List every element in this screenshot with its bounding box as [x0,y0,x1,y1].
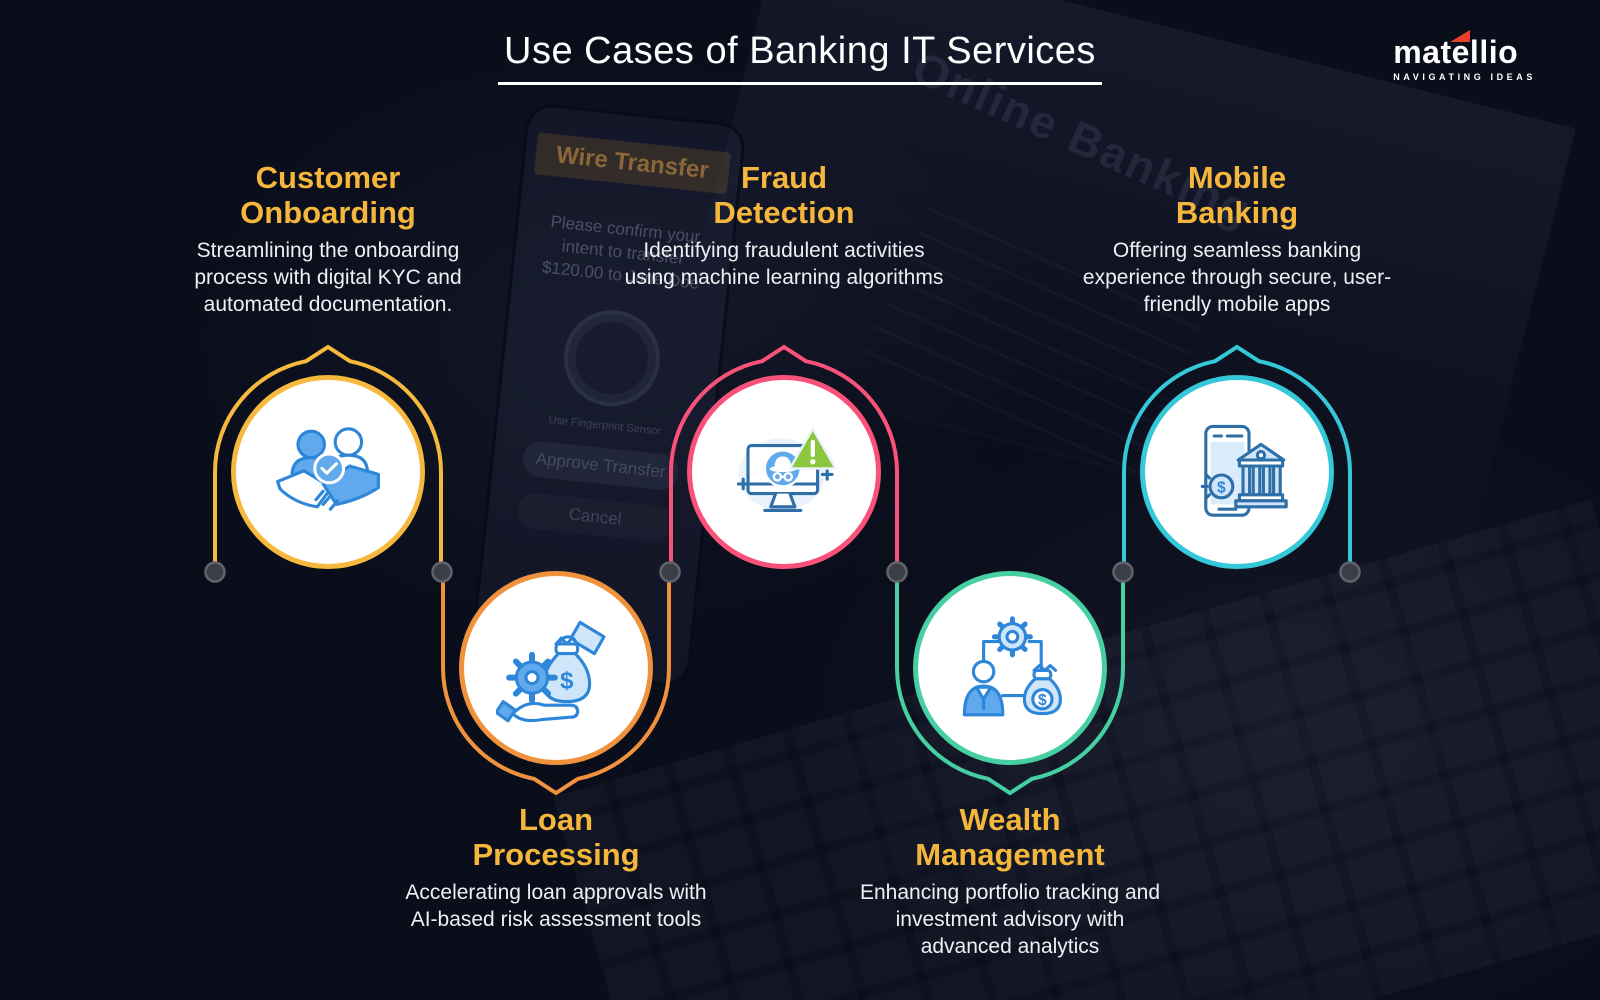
phone-bank-coin-icon: $ [1200,424,1288,517]
connector-node [204,561,226,583]
people-handshake-check-icon [276,427,380,511]
usecase-circle [687,375,881,569]
usecase-description: Offering seamless banking experience thr… [1082,239,1392,316]
connector-node [431,561,453,583]
connector-wealth-management [895,572,1125,796]
logo-flag-icon [1450,30,1471,42]
usecase-circle: $ [459,571,653,765]
connector-loan-processing [441,572,671,796]
svg-text:$: $ [1217,479,1226,496]
connector-node [886,561,908,583]
logo-tagline: NAVIGATING IDEAS [1393,72,1536,82]
money-bag-gear-hand-icon: $ [496,620,606,723]
spy-monitor-warning-icon [736,427,837,512]
connector-customer-onboarding [213,344,443,572]
page-title: Use Cases of Banking IT Services [498,30,1102,85]
connector-node [1112,561,1134,583]
connector-mobile-banking [1122,344,1352,572]
connector-node [1339,561,1361,583]
header: Use Cases of Banking IT Services [0,30,1600,85]
usecase-description: Identifying fraudulent activities using … [624,239,944,289]
connector-fraud-detection [669,344,899,572]
usecase-circle [231,375,425,569]
logo-wordmark: matellio [1393,30,1536,68]
advisor-gear-moneybag-icon: $ [962,616,1062,717]
svg-text:$: $ [560,667,574,694]
usecase-circle: $ [913,571,1107,765]
usecase-circle: $ [1140,375,1334,569]
usecase-description: Enhancing portfolio tracking and investm… [859,881,1161,958]
matellio-logo: matellio NAVIGATING IDEAS [1393,30,1536,82]
svg-text:$: $ [1038,692,1047,709]
usecase-description: Accelerating loan approvals with AI-base… [405,881,707,931]
usecase-description: Streamlining the onboarding process with… [194,239,462,316]
connector-node [659,561,681,583]
